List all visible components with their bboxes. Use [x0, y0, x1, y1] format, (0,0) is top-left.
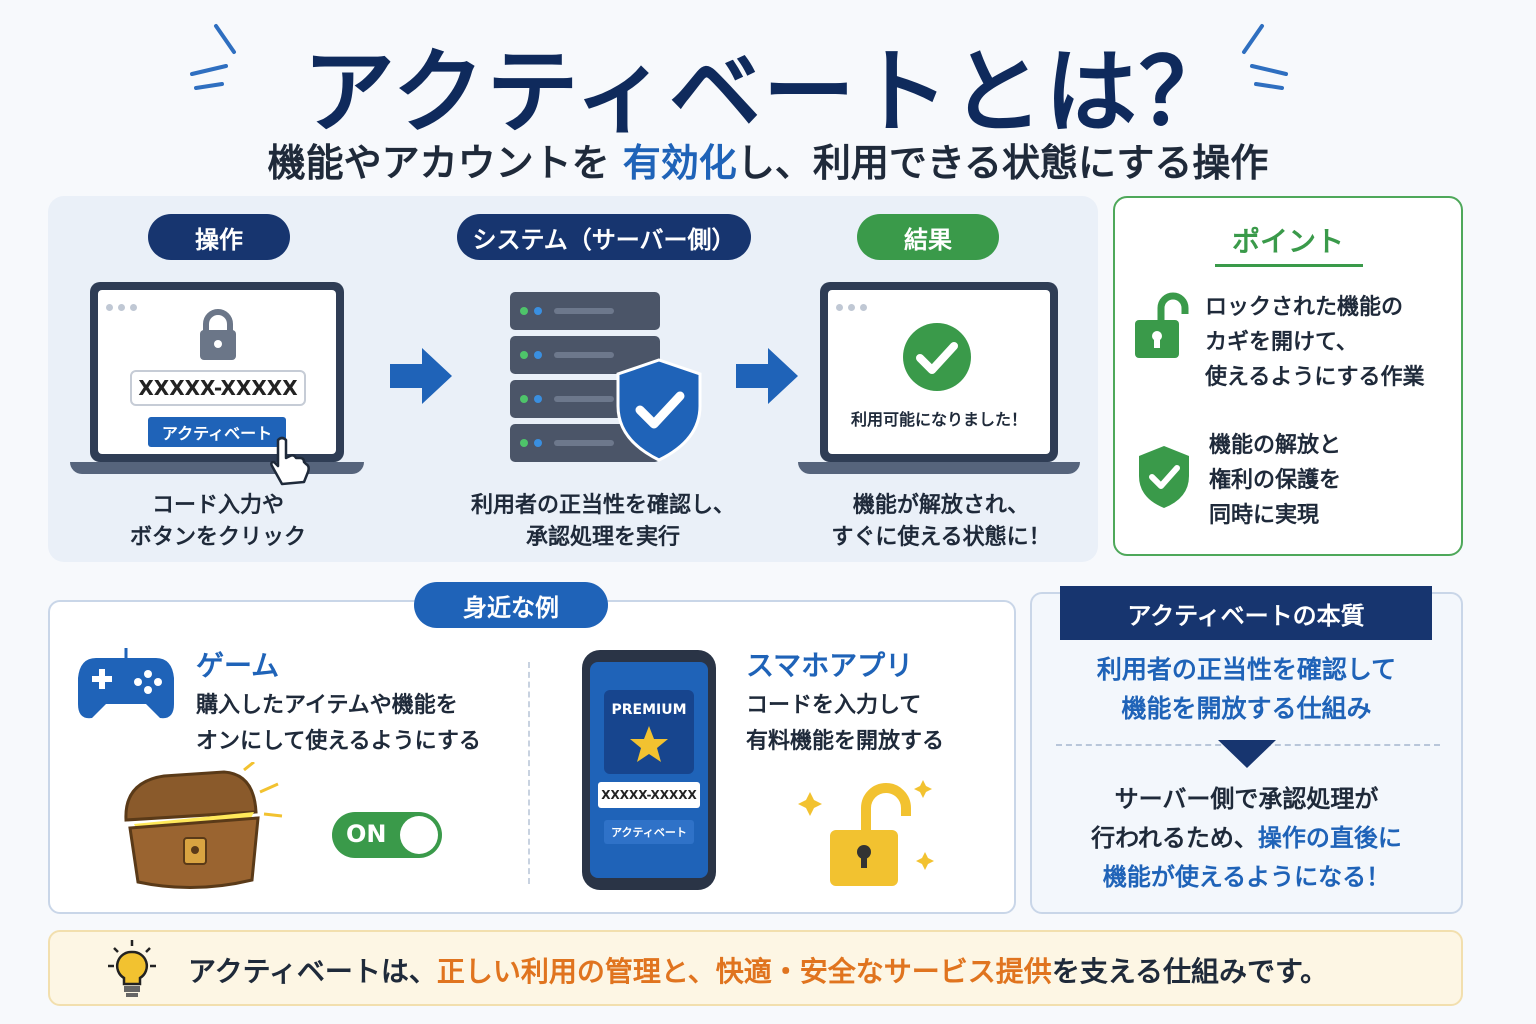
step3-caption: 機能が解放され、 すぐに使える状態に！ [806, 490, 1076, 554]
smartphone: PREMIUM XXXXX-XXXXX アクティベート [582, 650, 716, 890]
examples-panel: 身近な例 ゲーム 購入したアイテムや機能を オンにして使えるようにする ON P… [48, 582, 1016, 914]
bottom-summary-bar: アクティベートは、正しい利用の管理と、快適・安全なサービス提供を支える仕組みです… [48, 930, 1463, 1006]
step1-caption-line2: ボタンをクリック [129, 525, 306, 550]
laptop-1-base [70, 462, 364, 474]
burst-left-icon [190, 24, 236, 90]
example-app-desc-line2: 有料機能を開放する [746, 729, 945, 754]
subtitle: 機能やアカウントを 有効化し、利用できる状態にする操作 [0, 132, 1536, 187]
point-item-2-line1: 機能の解放と [1209, 433, 1342, 458]
burst-right-icon [1242, 24, 1288, 90]
point-item-1: ロックされた機能の カギを開けて、 使えるようにする作業 [1205, 290, 1425, 395]
point-panel: ポイント ロックされた機能の カギを開けて、 使えるようにする作業 機能の解放と… [1113, 196, 1463, 556]
example-app-title: スマホアプリ [746, 649, 914, 682]
bottom-part3: を支える仕組みです。 [1051, 955, 1329, 988]
arrow-right-icon-2 [736, 348, 798, 404]
essence-line1: 利用者の正当性を確認して [1096, 655, 1397, 684]
essence-line3: サーバー側で承認処理が [1114, 785, 1379, 813]
example-game-desc-line2: オンにして使えるようにする [196, 729, 481, 754]
point-item-1-line3: 使えるようにする作業 [1205, 365, 1425, 390]
examples-label: 身近な例 [414, 582, 608, 628]
point-item-1-line2: カギを開けて、 [1205, 330, 1358, 355]
arrow-right-icon [390, 348, 452, 404]
step-label-result: 結果 [857, 214, 999, 260]
essence-detail: サーバー側で承認処理が 行われるため、操作の直後に 機能が使えるようになる！ [1032, 780, 1461, 897]
bottom-summary-text: アクティベートは、正しい利用の管理と、快適・安全なサービス提供を支える仕組みです… [188, 950, 1328, 990]
point-title: ポイント [1231, 225, 1344, 258]
step3-caption-line2: すぐに使える状態に！ [831, 525, 1051, 550]
toggle-knob [400, 816, 438, 854]
point-item-2-line3: 同時に実現 [1209, 503, 1320, 528]
essence-header: アクティベートの本質 [1060, 586, 1432, 640]
step-label-system: システム（サーバー側） [457, 214, 751, 260]
subtitle-text: 機能やアカウントを [267, 141, 623, 185]
bottom-part2-highlight: 正しい利用の管理と、快適・安全なサービス提供 [436, 955, 1052, 988]
window-dots [106, 296, 142, 315]
gold-unlock-icon [798, 780, 934, 886]
example-game-title: ゲーム [196, 649, 280, 682]
flow-panel: 操作 XXXXX-XXXXX アクティベート コード入力や ボタンをクリック シ… [48, 196, 1098, 562]
toggle-label: ON [346, 820, 387, 848]
activation-code-field[interactable]: XXXXX-XXXXX [130, 370, 306, 406]
essence-summary: 利用者の正当性を確認して 機能を開放する仕組み [1032, 650, 1461, 728]
example-app-desc: コードを入力して 有料機能を開放する [746, 688, 944, 760]
on-toggle[interactable]: ON [332, 812, 442, 858]
shield-check-icon [616, 358, 702, 462]
check-circle-icon [903, 323, 971, 391]
treasure-chest-icon [124, 762, 283, 890]
phone-screen: PREMIUM XXXXX-XXXXX アクティベート [590, 662, 708, 878]
essence-panel: アクティベートの本質 利用者の正当性を確認して 機能を開放する仕組み サーバー側… [1030, 586, 1463, 914]
step1-caption-line1: コード入力や [151, 493, 284, 518]
phone-activate-button[interactable]: アクティベート [604, 820, 694, 844]
activate-button[interactable]: アクティベート [148, 417, 286, 447]
phone-code-field[interactable]: XXXXX-XXXXX [598, 782, 700, 808]
point-item-1-line1: ロックされた機能の [1205, 295, 1404, 320]
subtitle-highlight: 有効化 [622, 141, 737, 185]
server-icon [510, 292, 660, 462]
gamepad-icon [78, 648, 174, 719]
star-icon [630, 726, 668, 762]
step3-caption-line1: 機能が解放され、 [852, 493, 1030, 518]
success-message: 利用可能になりました！ [850, 410, 1027, 429]
step2-caption: 利用者の正当性を確認し、 承認処理を実行 [448, 490, 758, 554]
example-game-desc: 購入したアイテムや機能を オンにして使えるようにする [196, 688, 481, 760]
laptop-2-base [798, 462, 1080, 474]
subtitle-text-end: し、利用できる状態にする操作 [736, 141, 1269, 185]
point-item-2: 機能の解放と 権利の保護を 同時に実現 [1209, 428, 1341, 533]
step-label-operation: 操作 [148, 214, 290, 260]
step2-caption-line1: 利用者の正当性を確認し、 [470, 493, 735, 518]
step2-caption-line2: 承認処理を実行 [525, 525, 680, 550]
premium-card: PREMIUM [604, 690, 694, 774]
essence-line4-highlight: 操作の直後に [1257, 824, 1402, 852]
essence-line4-plain: 行われるため、 [1091, 824, 1258, 852]
step1-caption: コード入力や ボタンをクリック [88, 490, 348, 554]
bottom-part1: アクティベートは、 [188, 955, 437, 988]
essence-line2: 機能を開放する仕組み [1121, 694, 1372, 723]
example-app-desc-line1: コードを入力して [746, 693, 922, 718]
window-dots-2 [836, 296, 872, 315]
page-title: アクティベートとは？ [303, 39, 1233, 146]
lock-icon [200, 309, 236, 360]
pointer-hand-icon [270, 436, 310, 486]
examples-divider [528, 662, 530, 884]
point-item-2-line2: 権利の保護を [1209, 468, 1342, 493]
premium-label: PREMIUM [611, 702, 687, 718]
essence-line5: 機能が使えるようになる！ [1102, 863, 1391, 891]
triangle-down-icon [1218, 740, 1276, 768]
example-game-desc-line1: 購入したアイテムや機能を [196, 693, 458, 718]
lightbulb-icon [108, 940, 156, 997]
point-underline [1215, 264, 1363, 267]
unlock-icon [1135, 292, 1189, 358]
shield-check-icon-green [1139, 446, 1189, 508]
